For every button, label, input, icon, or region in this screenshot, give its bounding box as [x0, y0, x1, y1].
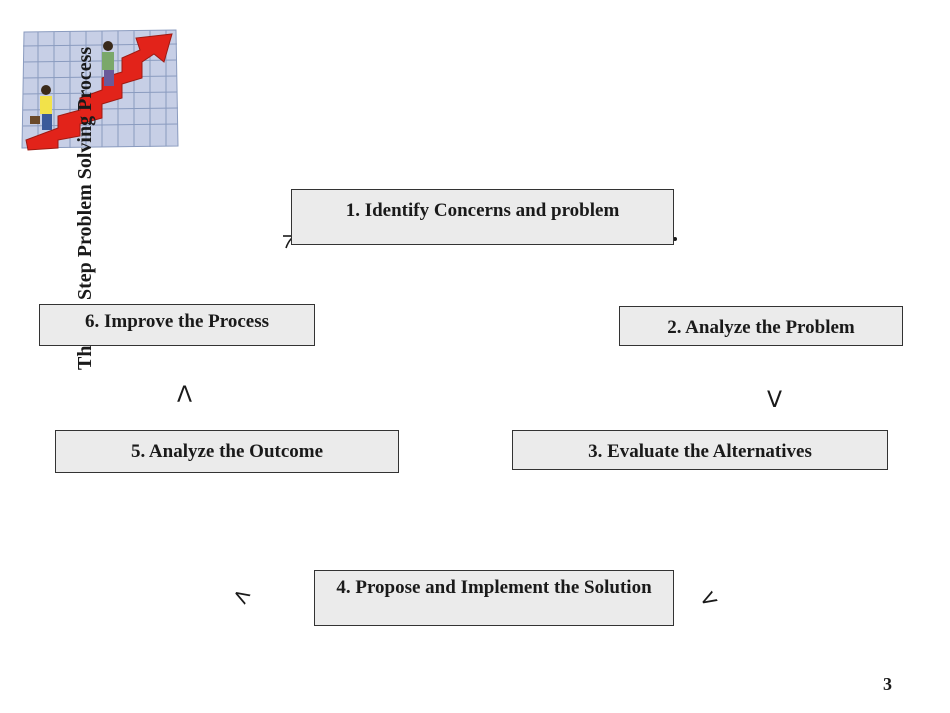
business-growth-clipart-icon: [18, 28, 183, 158]
step-identify-concerns: 1. Identify Concerns and problem: [291, 189, 674, 245]
step-analyze-outcome: 5. Analyze the Outcome: [55, 430, 399, 473]
step-evaluate-alternatives: 3. Evaluate the Alternatives: [512, 430, 888, 470]
arrow-up-icon: Λ: [177, 383, 193, 408]
step-propose-implement: 4. Propose and Implement the Solution: [314, 570, 674, 626]
step-analyze-problem: 2. Analyze the Problem: [619, 306, 903, 346]
arrow-down-icon: V: [767, 388, 783, 413]
page-number: 3: [883, 674, 892, 694]
step-improve-process: 6. Improve the Process: [39, 304, 315, 346]
